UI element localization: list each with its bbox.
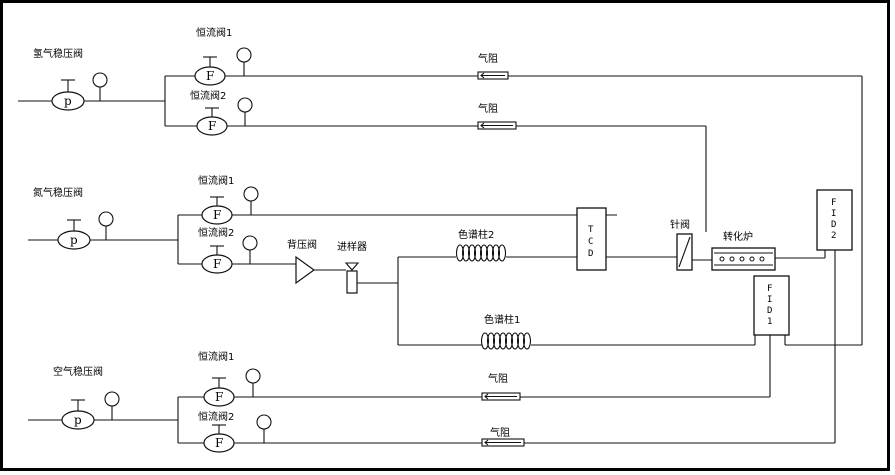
svg-text:F: F: [215, 390, 223, 404]
air-restrictor1-label: 气阻: [488, 372, 508, 385]
svg-text:F: F: [215, 436, 223, 450]
svg-text:p: p: [64, 94, 72, 108]
svg-text:p: p: [70, 233, 78, 247]
svg-text:I: I: [767, 295, 772, 305]
fid2-detector: F I D 2: [816, 189, 853, 251]
column2-label: 色谱柱2: [458, 228, 494, 241]
air-constant-flow-valve-1: F: [203, 368, 261, 407]
nitrogen-valve1-gauge: [243, 186, 259, 202]
svg-text:1: 1: [767, 317, 772, 327]
core-components: 背压阀 进样器 色谱柱2 T C D 针阀 转化炉: [287, 76, 863, 397]
hydrogen-regulator-label: 氢气稳压阀: [33, 47, 83, 60]
svg-text:D: D: [588, 249, 593, 259]
converter-label: 转化炉: [723, 230, 753, 243]
svg-text:F: F: [767, 284, 772, 294]
injector: [344, 262, 360, 294]
air-valve1-label: 恒流阀1: [198, 350, 234, 363]
nitrogen-valve2-gauge: [242, 235, 258, 251]
injector-label: 进样器: [337, 240, 367, 253]
hydrogen-valve2-gauge: [237, 97, 253, 113]
hydrogen-restrictor-1: [477, 71, 509, 80]
air-restrictor2-label: 气阻: [490, 426, 510, 439]
svg-text:D: D: [767, 306, 772, 316]
svg-text:F: F: [831, 198, 836, 208]
nitrogen-regulator-valve: p: [57, 211, 114, 250]
fid1-detector: F I D 1: [753, 275, 790, 336]
hydrogen-valve1-gauge: [236, 47, 252, 63]
svg-text:F: F: [213, 208, 221, 222]
tcd-detector: T C D: [576, 207, 607, 271]
svg-text:D: D: [831, 220, 836, 230]
nitrogen-valve1-label: 恒流阀1: [198, 174, 234, 187]
back-pressure-valve: [295, 255, 316, 285]
column-1: [480, 332, 532, 350]
svg-text:C: C: [588, 237, 593, 247]
nitrogen-valve2-label: 恒流阀2: [198, 226, 234, 239]
hydrogen-constant-flow-valve-1: F: [194, 47, 252, 86]
needle-valve: [676, 233, 693, 271]
air-valve2-gauge: [256, 414, 272, 430]
svg-text:p: p: [74, 413, 82, 427]
converter-furnace: [711, 247, 776, 271]
hydrogen-valve2-label: 恒流阀2: [190, 89, 226, 102]
svg-text:F: F: [206, 69, 214, 83]
air-regulator-valve: p: [61, 391, 120, 430]
svg-text:F: F: [208, 119, 216, 133]
hydrogen-restrictor2-label: 气阻: [478, 102, 498, 115]
hydrogen-restrictor1-label: 气阻: [478, 52, 498, 65]
column-2: [455, 244, 507, 262]
svg-text:T: T: [588, 225, 594, 235]
hydrogen-regulator-gauge: [92, 72, 108, 88]
air-valve2-label: 恒流阀2: [198, 410, 234, 423]
air-valve1-gauge: [245, 368, 261, 384]
air-restrictor-1: [481, 392, 521, 401]
nitrogen-section: 氮气稳压阀 p 恒流阀1 F 恒流阀2 F: [28, 174, 617, 274]
hydrogen-valve1-label: 恒流阀1: [196, 26, 232, 39]
air-restrictor-2: [481, 438, 525, 447]
hydrogen-constant-flow-valve-2: F: [196, 97, 253, 136]
column1-label: 色谱柱1: [484, 313, 520, 326]
air-regulator-gauge: [104, 391, 120, 407]
needle-valve-label: 针阀: [670, 218, 690, 231]
nitrogen-constant-flow-valve-2: F: [201, 235, 258, 274]
air-regulator-label: 空气稳压阀: [53, 365, 103, 378]
svg-text:F: F: [213, 257, 221, 271]
air-section: 空气稳压阀 p 恒流阀1 F 气阻: [28, 345, 836, 453]
hydrogen-restrictor-2: [477, 121, 517, 130]
back-pressure-valve-label: 背压阀: [287, 238, 317, 251]
nitrogen-constant-flow-valve-1: F: [201, 186, 259, 225]
svg-text:I: I: [831, 209, 836, 219]
hydrogen-section: 氢气稳压阀 p 恒流阀1 F 气阻: [18, 26, 862, 232]
svg-text:2: 2: [831, 231, 836, 241]
hydrogen-regulator-valve: p: [51, 72, 108, 111]
air-constant-flow-valve-2: F: [203, 414, 272, 453]
nitrogen-regulator-gauge: [98, 211, 114, 227]
nitrogen-regulator-label: 氮气稳压阀: [33, 186, 83, 199]
